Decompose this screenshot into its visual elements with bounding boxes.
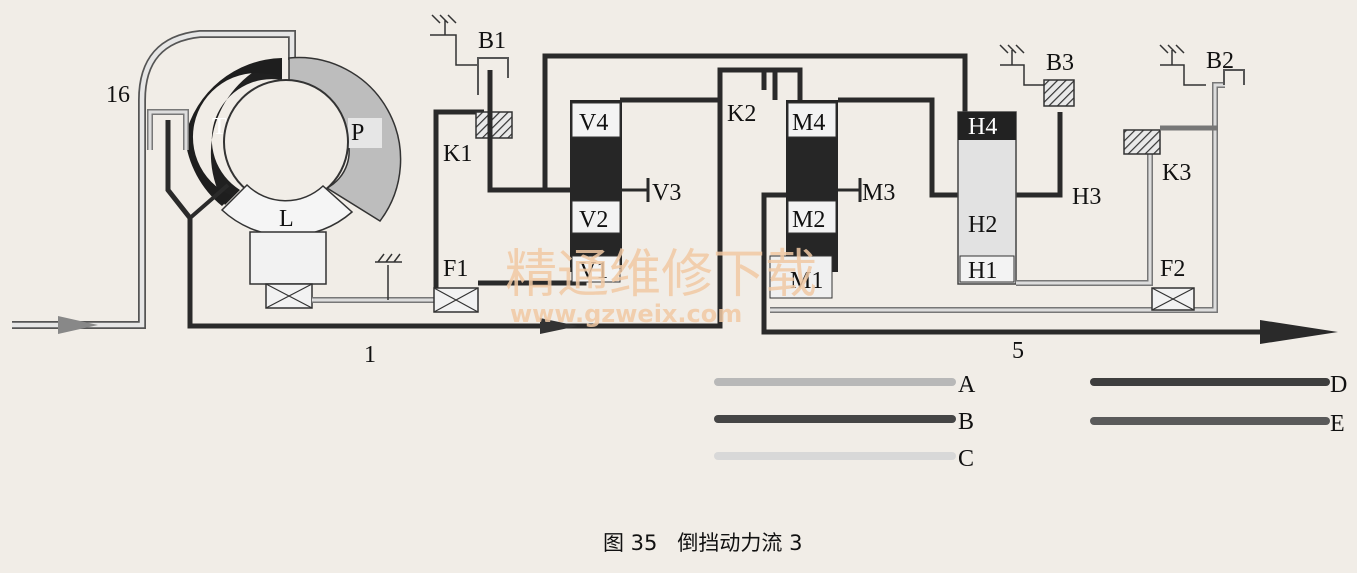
figure-caption: 图 35 倒挡动力流 3 (603, 531, 802, 555)
label-h4: H4 (968, 114, 997, 140)
label-m1: M1 (790, 268, 823, 294)
component-labels: 16 T P L 1 B1 K1 F1 V4 V3 V2 V1 K2 M4 M3… (106, 28, 1234, 368)
watermark-cn: 精通维修下载 (505, 245, 817, 305)
planetary-h (957, 44, 1153, 286)
legend-label-a: A (958, 372, 976, 398)
stator-l (220, 183, 354, 237)
legend-label-b: B (958, 409, 974, 435)
planetary-m (761, 82, 1338, 344)
label-5: 5 (1012, 338, 1024, 364)
label-p: P (351, 120, 364, 146)
label-m4: M4 (792, 110, 825, 136)
label-b1: B1 (478, 28, 506, 54)
legend-label-e: E (1330, 411, 1345, 437)
label-m2: M2 (792, 207, 825, 233)
input-arrow (58, 316, 98, 334)
clutch-k3-brake-b2 (1123, 44, 1245, 311)
label-v4: V4 (579, 110, 608, 136)
legend: A B C D E (714, 372, 1347, 472)
watermark-url: www.gzweix.com (510, 300, 742, 328)
watermark: 精通维修下载 www.gzweix.com (505, 245, 817, 328)
label-16: 16 (106, 82, 130, 108)
label-h1: H1 (968, 258, 997, 284)
clutch-k1-brake-b1 (430, 14, 584, 193)
turbine-shaft (165, 67, 775, 329)
torque-converter (12, 30, 775, 334)
legend-label-c: C (958, 446, 974, 472)
label-1: 1 (364, 342, 376, 368)
legend-label-d: D (1330, 372, 1347, 398)
label-k2: K2 (727, 101, 756, 127)
label-v2: V2 (579, 207, 608, 233)
label-b3: B3 (1046, 50, 1074, 76)
label-l: L (279, 206, 294, 232)
label-h2: H2 (968, 212, 997, 238)
output-arrow (1260, 320, 1338, 344)
label-k1: K1 (443, 141, 472, 167)
label-k3: K3 (1162, 160, 1191, 186)
label-b2: B2 (1206, 48, 1234, 74)
label-f1: F1 (443, 256, 468, 282)
label-m3: M3 (862, 180, 895, 206)
clutch-k2 (761, 67, 803, 100)
planetary-v (542, 53, 968, 283)
label-v3: V3 (652, 180, 681, 206)
label-h3: H3 (1072, 184, 1101, 210)
label-t: T (212, 114, 227, 140)
label-f2: F2 (1160, 256, 1185, 282)
label-v1: V1 (579, 258, 608, 284)
